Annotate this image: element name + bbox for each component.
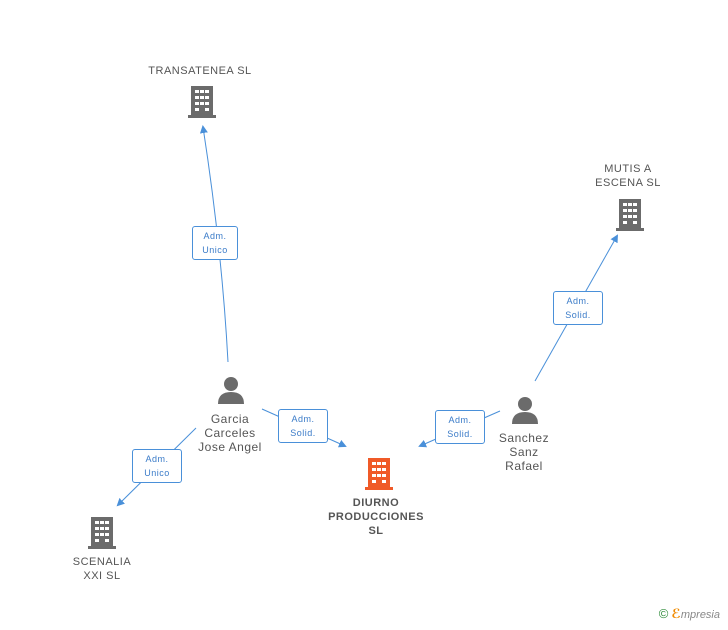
- role-box-sanchez-diurno[interactable]: Adm. Solid.: [435, 410, 485, 444]
- role-box-garcia-scenalia[interactable]: Adm. Unico: [132, 449, 182, 483]
- copyright-icon: ©: [658, 606, 669, 621]
- company-label-mutis[interactable]: MUTIS A ESCENA SL: [595, 163, 661, 189]
- company-label-diurno[interactable]: DIURNO PRODUCCIONES SL: [328, 497, 424, 537]
- person-icon[interactable]: [218, 377, 244, 404]
- building-main-icon[interactable]: [365, 458, 393, 490]
- person-icon[interactable]: [512, 397, 538, 424]
- person-label-garcia[interactable]: Garcia Carceles Jose Angel: [198, 412, 262, 454]
- company-label-transatenea[interactable]: TRANSATENEA SL: [148, 65, 252, 77]
- company-label-scenalia[interactable]: SCENALIA XXI SL: [72, 556, 132, 582]
- brand-logo-e: ℰ: [671, 606, 681, 621]
- role-box-garcia-transatenea[interactable]: Adm. Unico: [192, 226, 238, 260]
- empresia-watermark: © ℰmpresia: [659, 606, 720, 622]
- building-icon[interactable]: [616, 199, 644, 231]
- building-icon[interactable]: [88, 517, 116, 549]
- brand-name: mpresia: [680, 609, 720, 621]
- role-box-sanchez-mutis[interactable]: Adm. Solid.: [553, 291, 603, 325]
- person-label-sanchez[interactable]: Sanchez Sanz Rafael: [498, 431, 550, 473]
- building-icon[interactable]: [188, 86, 216, 118]
- role-box-garcia-diurno[interactable]: Adm. Solid.: [278, 409, 328, 443]
